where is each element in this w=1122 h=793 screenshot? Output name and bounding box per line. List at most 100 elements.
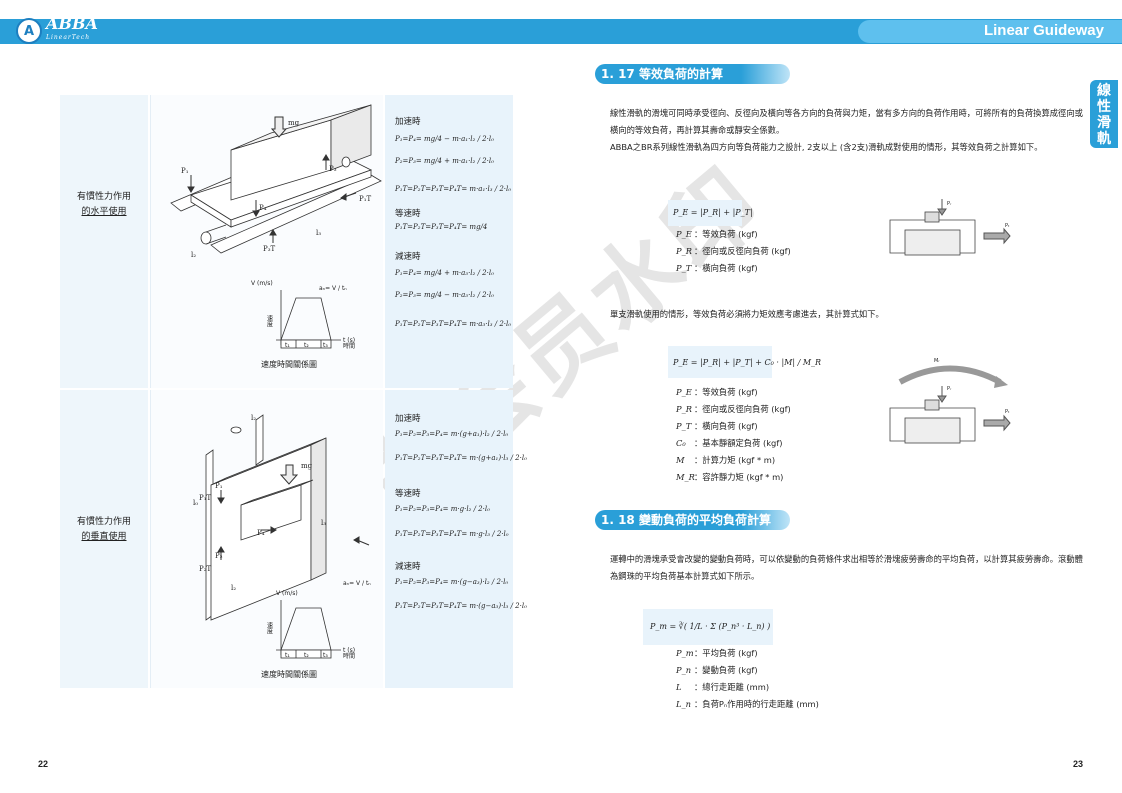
definition-symbol: L <box>676 682 682 692</box>
definition-symbol: P_n <box>676 665 692 675</box>
definition-symbol: P_E <box>676 229 692 239</box>
right-page-number: 23 <box>1073 759 1084 769</box>
formula: P₂=P₃= mg/4 − m·a₃·l₂ / 2·l₀ <box>395 291 494 299</box>
definition-symbol: P_T <box>676 421 692 431</box>
axis-t-label: t (s) <box>343 647 355 654</box>
mg-label: mg <box>288 119 300 127</box>
side-tab: 線性滑軌 <box>1090 80 1118 148</box>
sec118-paragraph-1: 運轉中的滑塊承受會改變的變動負荷時，可以依變動的負荷條件求出相等於滑塊疲勞壽命的… <box>610 554 1083 581</box>
definition-symbol: P_T <box>676 263 692 273</box>
svg-text:l₃: l₃ <box>321 519 326 527</box>
formula-box-3 <box>643 609 773 645</box>
definition-symbol: P_E <box>676 387 692 397</box>
decel-heading: 減速時 <box>395 562 421 572</box>
definition-text: ：總行走距離 (mm) <box>694 682 770 692</box>
svg-text:P₃T: P₃T <box>263 245 276 253</box>
seg1-label: t₁ <box>285 342 290 349</box>
vertical-use-panel: 有慣性力作用 的垂直使用 mg <box>60 390 527 688</box>
axis-v-label: V (m/s) <box>251 280 273 287</box>
definition-row: P_R：徑向或反徑向負荷 (kgf) <box>676 243 791 260</box>
formula: P₁T=P₂T=P₃T=P₄T= m·a₁·l₃ / 2·l₀ <box>395 185 512 193</box>
sec117-paragraph-1: 線性滑軌的滑塊可同時承受徑向、反徑向及橫向等各方向的負荷與力矩，當有多方向的負荷… <box>610 108 1083 135</box>
pt-label: Pₜ <box>1005 223 1010 229</box>
definition-row: P_T：橫向負荷 (kgf) <box>676 418 758 435</box>
svg-text:P₄: P₄ <box>257 529 265 537</box>
formula: P₁=P₄= mg/4 + m·a₃·l₂ / 2·l₀ <box>395 269 494 277</box>
definition-row: L ：總行走距離 (mm) <box>676 679 769 696</box>
formula: P₁T=P₂T=P₃T=P₄T= m·g·l₃ / 2·l₀ <box>395 530 509 538</box>
header-tab <box>858 20 1122 43</box>
logo-name: ABBA <box>46 14 98 33</box>
seg3-label: t₃ <box>323 342 328 349</box>
svg-text:P₁T: P₁T <box>199 494 212 502</box>
svg-text:l₃: l₃ <box>316 229 321 237</box>
svg-text:P₄: P₄ <box>259 204 267 212</box>
chart-caption: 速度時間關係圖 <box>261 359 317 369</box>
axis-t2-label: 時間 <box>343 652 355 660</box>
axis-speed-label: 速度 <box>266 315 273 328</box>
definition-row: C₀：基本靜額定負荷 (kgf) <box>676 435 782 452</box>
panel-label-col: 有慣性力作用 的水平使用 <box>60 95 148 388</box>
panel1-label-line2: 的水平使用 <box>81 207 127 217</box>
definition-text: ：負荷Pₙ作用時的行走距離 (mm) <box>694 699 819 709</box>
formula: P₂=P₃= mg/4 + m·a₁·l₂ / 2·l₀ <box>395 157 494 165</box>
definition-symbol: M_R <box>676 472 695 482</box>
definition-symbol: M <box>676 455 685 465</box>
definition-text: ：計算力矩 (kgf * m) <box>694 455 776 465</box>
axis-t2-label: 時間 <box>343 342 355 350</box>
pr-label: Pᵣ <box>947 386 952 392</box>
seg1-label: t₁ <box>285 652 290 659</box>
accel-def: aₙ= V / tₙ <box>319 285 347 292</box>
accel-def: aₙ= V / tₙ <box>343 580 371 587</box>
logo-sub: LinearTech <box>46 34 91 41</box>
formula: P₁=P₂=P₃=P₄= m·(g+a₁)·l₂ / 2·l₀ <box>395 430 509 438</box>
sec117-paragraph-3: 單支滑軌使用的情形，等效負荷必須將力矩效應考慮進去，其計算式如下。 <box>610 309 884 319</box>
definition-text: ：等效負荷 (kgf) <box>694 387 758 397</box>
panel2-label-line1: 有慣性力作用 <box>76 517 131 527</box>
seg2-label: t₂ <box>304 342 309 349</box>
formula: P₁T=P₂T=P₃T=P₄T= m·(g−a₃)·l₃ / 2·l₀ <box>395 602 527 610</box>
definition-row: P_E：等效負荷 (kgf) <box>676 384 758 401</box>
axis-v-label: V (m/s) <box>276 590 298 597</box>
const-heading: 等速時 <box>395 209 421 219</box>
definition-text: ：平均負荷 (kgf) <box>694 648 758 658</box>
left-page-number: 22 <box>38 759 49 769</box>
horizontal-use-panel: 有慣性力作用 的水平使用 <box>60 95 513 388</box>
formula-box-1 <box>668 200 742 226</box>
definition-row: P_n：變動負荷 (kgf) <box>676 662 758 679</box>
panel-label-col: 有慣性力作用 的垂直使用 <box>60 390 148 688</box>
section-1-18-title: 1. 18 變動負荷的平均負荷計算 <box>595 510 790 530</box>
definition-symbol: P_R <box>676 404 692 414</box>
axis-speed-label: 速度 <box>266 622 273 635</box>
mr-label: Mᵣ <box>934 358 940 364</box>
formula-1: P_E = |P_R| + |P_T| <box>673 208 753 217</box>
formula: P₁T=P₂T=P₃T=P₄T= m·(g+a₁)·l₃ / 2·l₀ <box>395 454 527 462</box>
definition-text: ：徑向或反徑向負荷 (kgf) <box>694 246 791 256</box>
decel-heading: 減速時 <box>395 252 421 262</box>
definition-row: M ：計算力矩 (kgf * m) <box>676 452 775 469</box>
svg-text:P₁: P₁ <box>181 167 189 175</box>
page-title: Linear Guideway <box>983 22 1104 39</box>
definition-row: M_R：容許靜力矩 (kgf * m) <box>676 469 783 486</box>
definition-row: P_T：橫向負荷 (kgf) <box>676 260 758 277</box>
guideway-load-diagram-1: Pᵣ Pₜ <box>889 199 1011 256</box>
definition-text: ：基本靜額定負荷 (kgf) <box>694 438 783 448</box>
formula-2: P_E = |P_R| + |P_T| + C₀ · |M| / M_R <box>673 358 822 367</box>
svg-text:l₂: l₂ <box>191 251 196 259</box>
vertical-formulas: 加速時 P₁=P₂=P₃=P₄= m·(g+a₁)·l₂ / 2·l₀ P₁T=… <box>385 390 527 688</box>
formula: P₁T=P₂T=P₃T=P₄T= mg/4 <box>395 223 488 231</box>
chart-caption: 速度時間關係圖 <box>261 669 317 679</box>
svg-text:l₀: l₀ <box>193 499 198 507</box>
sec117-paragraph-2: ABBA之BR系列線性滑軌為四方向等負荷能力之設計, 2支以上 (含2支)滑軌成… <box>610 142 1043 152</box>
logo-mark-icon: A <box>16 18 42 44</box>
definition-row: P_m：平均負荷 (kgf) <box>676 645 758 662</box>
svg-text:l₂: l₂ <box>231 584 236 592</box>
axis-t-label: t (s) <box>343 337 355 344</box>
svg-text:P₃: P₃ <box>329 165 337 173</box>
svg-text:l₂: l₂ <box>251 414 256 422</box>
horizontal-formulas: 加速時 P₁=P₄= mg/4 − m·a₁·l₂ / 2·l₀ P₂=P₃= … <box>385 95 513 388</box>
